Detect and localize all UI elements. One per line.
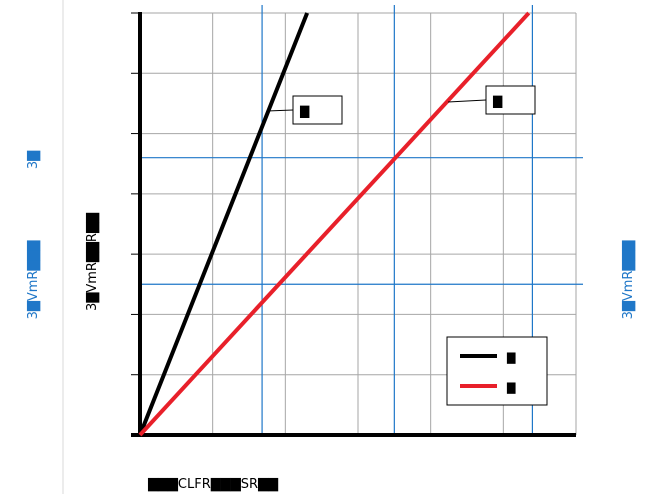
series-0-callout-box	[292, 95, 343, 125]
right-label: 3▇VmR▇▇▇	[621, 240, 636, 320]
series-layer	[138, 11, 531, 437]
left-top-label: 3▇	[26, 150, 41, 169]
series-1-callout-box	[485, 85, 536, 115]
series-1-callout: ▇	[447, 85, 536, 115]
left-bottom-label: 3▇VmR▇▇▇	[26, 240, 41, 320]
legend-label-0: ▇	[506, 351, 516, 364]
y-axis-label: 3▇VmR▇▇R▇▇	[85, 212, 100, 311]
series-line-0	[138, 12, 309, 436]
legend: ▇ ▇	[446, 336, 548, 406]
series-0-callout-text: ▇	[299, 104, 310, 118]
series-0-callout-leader	[266, 109, 294, 112]
legend-label-1: ▇	[506, 381, 516, 394]
x-axis-label: ▇▇▇CLFR▇▇▇SR▇▇	[147, 477, 279, 492]
legend-box	[446, 336, 548, 406]
series-1-callout-text: ▇	[492, 94, 503, 108]
series-1-callout-leader	[447, 99, 487, 103]
axes-layer	[131, 12, 576, 437]
series-line-1	[138, 11, 531, 437]
series-0-callout: ▇	[266, 95, 343, 125]
